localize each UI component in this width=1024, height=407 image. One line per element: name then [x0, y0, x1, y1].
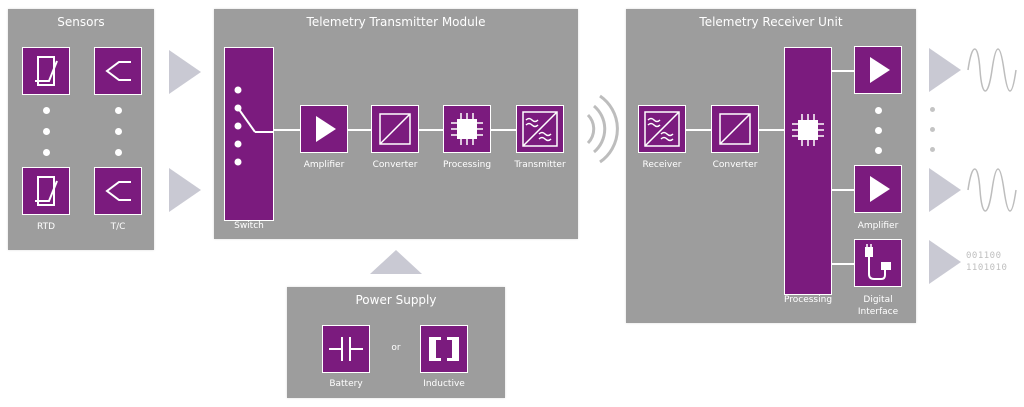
arrow-up-icon	[370, 250, 422, 274]
sensor-dot	[115, 128, 122, 135]
converter-icon	[719, 113, 751, 145]
sensor-dot	[43, 107, 50, 114]
output-dot	[930, 107, 935, 112]
transmitter-label: Transmitter	[514, 160, 566, 170]
amplifier-dot	[875, 107, 882, 114]
or-label: or	[391, 343, 401, 353]
rtd-icon	[35, 176, 58, 206]
output-dot	[930, 127, 935, 132]
amplifier-dot	[875, 127, 882, 134]
inductive-label: Inductive	[423, 379, 465, 389]
rtd-block-top	[22, 47, 70, 95]
amplifier-icon	[870, 176, 890, 202]
switch-icon	[234, 86, 273, 166]
wave-icon	[522, 111, 558, 147]
tc-label: T/C	[110, 222, 126, 232]
arrow-right-icon	[169, 168, 201, 212]
rtd-icon	[35, 56, 58, 86]
connector-line	[759, 129, 784, 131]
binary-output-line-2: 1101010	[966, 263, 1008, 273]
switch-label: Switch	[234, 221, 264, 231]
amplifier-block	[300, 105, 348, 153]
connector-line	[832, 263, 854, 265]
sensor-dot	[43, 149, 50, 156]
output-amplifier-label: Amplifier	[857, 221, 899, 231]
converter-block	[371, 105, 419, 153]
connector-line	[832, 70, 854, 72]
rtd-label: RTD	[36, 222, 56, 232]
sensor-dot	[115, 149, 122, 156]
digital-interface-label-1: Digital	[863, 295, 893, 305]
amplifier-icon	[870, 57, 890, 83]
arrow-right-icon	[929, 48, 961, 92]
connector-line	[832, 189, 854, 191]
receiver-label: Receiver	[642, 160, 682, 170]
arrow-right-icon	[929, 168, 961, 212]
output-amplifier-top	[854, 46, 902, 94]
power-panel: Power Supply Battery or Inductive	[287, 287, 505, 398]
receiver-converter-block	[711, 105, 759, 153]
connector-line	[274, 129, 300, 131]
connector-line	[491, 129, 516, 131]
transmitter-title: Telemetry Transmitter Module	[306, 15, 486, 29]
rtd-block-bottom	[22, 167, 70, 215]
thermocouple-icon	[105, 181, 131, 201]
tc-block-bottom	[94, 167, 142, 215]
amplifier-icon	[316, 116, 336, 142]
arrow-right-icon	[929, 240, 961, 284]
connector-line	[686, 129, 711, 131]
receiver-processing-block	[784, 47, 832, 295]
transmitter-panel: Telemetry Transmitter Module Switch Ampl…	[214, 9, 578, 239]
processing-label: Processing	[442, 160, 492, 170]
thermocouple-icon	[105, 61, 131, 81]
converter-icon	[379, 113, 411, 145]
receiver-block	[638, 105, 686, 153]
connector-line	[348, 129, 371, 131]
inductive-block	[420, 325, 468, 373]
arrow-right-icon	[169, 50, 201, 94]
power-title: Power Supply	[355, 293, 437, 307]
amplifier-dot	[875, 147, 882, 154]
processing-block	[443, 105, 491, 153]
sensor-dot	[43, 128, 50, 135]
digital-interface-label-2: Interface	[857, 307, 899, 317]
digital-plug-icon	[865, 244, 891, 280]
wave-icon	[644, 111, 680, 147]
digital-interface-block	[854, 239, 902, 287]
converter-label: Converter	[372, 160, 418, 170]
transmitter-block	[516, 105, 564, 153]
sine-wave-icon	[967, 48, 1017, 92]
switch-block	[224, 47, 274, 221]
battery-label: Battery	[329, 379, 363, 389]
receiver-processing-label: Processing	[783, 295, 833, 305]
receiver-converter-label: Converter	[712, 160, 758, 170]
battery-icon	[329, 337, 363, 361]
connector-line	[419, 129, 443, 131]
sine-wave-icon	[967, 168, 1017, 212]
binary-output-line-1: 001100	[966, 251, 1002, 261]
output-amplifier-bottom	[854, 165, 902, 213]
sensors-title: Sensors	[57, 15, 105, 29]
output-dot	[930, 147, 935, 152]
sensors-panel: Sensors RTD T/C	[8, 9, 154, 250]
battery-block	[322, 325, 370, 373]
receiver-title: Telemetry Receiver Unit	[699, 15, 843, 29]
receiver-panel: Telemetry Receiver Unit Receiver Convert…	[626, 9, 916, 323]
amplifier-label: Amplifier	[303, 160, 345, 170]
inductive-icon	[429, 337, 459, 361]
sensor-dot	[115, 107, 122, 114]
wireless-signal-icon	[586, 94, 619, 164]
tc-block-top	[94, 47, 142, 95]
chip-icon	[451, 113, 483, 145]
chip-icon	[792, 114, 824, 146]
